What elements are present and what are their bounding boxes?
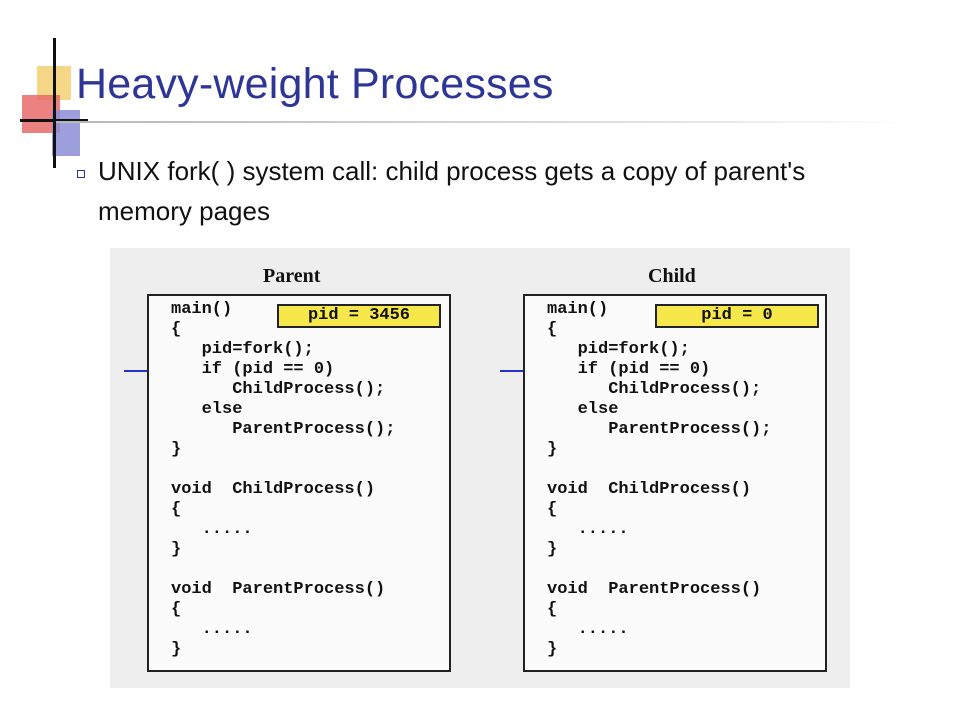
- code-line: if (pid == 0): [171, 360, 335, 379]
- code-line: [171, 560, 395, 580]
- decorative-blue-square: [52, 110, 80, 156]
- parent-code-block: main(){ pid=fork(); if (pid == 0) ChildP…: [171, 300, 395, 660]
- child-pid-box: pid = 0: [655, 304, 819, 328]
- code-line: ChildProcess();: [547, 380, 762, 399]
- code-line: {: [171, 600, 182, 619]
- code-line: }: [547, 540, 558, 559]
- code-line: {: [547, 500, 558, 519]
- code-line: pid=fork();: [171, 340, 314, 359]
- code-line: if (pid == 0): [547, 360, 711, 379]
- code-line: }: [547, 440, 558, 459]
- code-line: [547, 460, 771, 480]
- bullet-text: UNIX fork( ) system call: child process …: [98, 156, 806, 226]
- parent-process-box: main(){ pid=fork(); if (pid == 0) ChildP…: [147, 294, 451, 672]
- fork-diagram: Parent main(){ pid=fork(); if (pid == 0)…: [110, 248, 850, 688]
- code-line: else: [547, 400, 619, 419]
- child-process-box: main(){ pid=fork(); if (pid == 0) ChildP…: [523, 294, 827, 672]
- child-label: Child: [648, 265, 696, 287]
- code-line: {: [547, 600, 558, 619]
- code-line: void ChildProcess(): [171, 480, 376, 499]
- code-line: }: [171, 540, 182, 559]
- decorative-vertical-line: [53, 38, 56, 168]
- code-line: void ParentProcess(): [171, 580, 386, 599]
- code-line: .....: [547, 620, 629, 639]
- code-line: [171, 460, 395, 480]
- code-line: {: [547, 320, 558, 339]
- child-code-block: main(){ pid=fork(); if (pid == 0) ChildP…: [547, 300, 771, 660]
- code-line: pid=fork();: [547, 340, 690, 359]
- code-line: }: [171, 440, 182, 459]
- code-line: .....: [171, 620, 253, 639]
- parent-label: Parent: [263, 265, 321, 287]
- bullet-square-icon: [77, 170, 85, 178]
- parent-pid-box: pid = 3456: [277, 304, 441, 328]
- code-line: .....: [547, 520, 629, 539]
- code-line: ChildProcess();: [171, 380, 386, 399]
- code-line: ParentProcess();: [547, 420, 772, 439]
- code-line: .....: [171, 520, 253, 539]
- code-line: void ParentProcess(): [547, 580, 762, 599]
- decorative-horizontal-line: [20, 119, 88, 122]
- code-line: else: [171, 400, 243, 419]
- code-line: }: [547, 640, 558, 659]
- title-divider: [56, 121, 916, 123]
- code-line: [547, 560, 771, 580]
- code-line: main(): [547, 300, 609, 319]
- code-line: }: [171, 640, 182, 659]
- code-line: {: [171, 500, 182, 519]
- code-line: void ChildProcess(): [547, 480, 752, 499]
- code-line: main(): [171, 300, 233, 319]
- corner-decoration: [0, 0, 90, 170]
- code-line: ParentProcess();: [171, 420, 396, 439]
- code-line: {: [171, 320, 182, 339]
- slide-title: Heavy-weight Processes: [76, 60, 554, 108]
